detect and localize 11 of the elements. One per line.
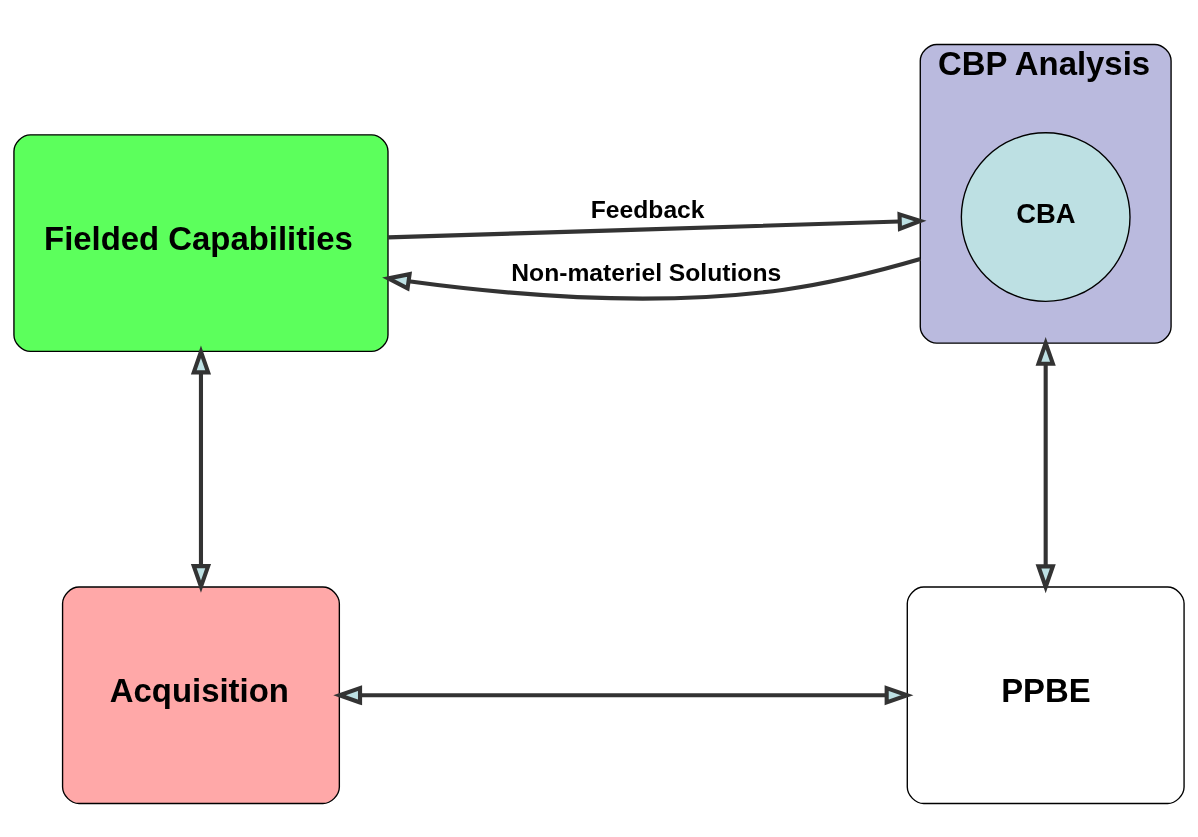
arrow — [190, 345, 212, 593]
edge-label: Feedback — [590, 195, 705, 223]
arrow — [1035, 336, 1056, 594]
node-circle: CBA — [960, 132, 1131, 303]
edge-label: Non-materiel Solutions — [511, 258, 782, 286]
arrow — [388, 211, 927, 240]
arrow — [333, 685, 914, 706]
arrow — [382, 257, 921, 301]
node-box: PPBE — [906, 586, 1185, 805]
node-box: Fielded Capabilities — [13, 134, 389, 353]
node-box: Acquisition — [61, 586, 341, 805]
